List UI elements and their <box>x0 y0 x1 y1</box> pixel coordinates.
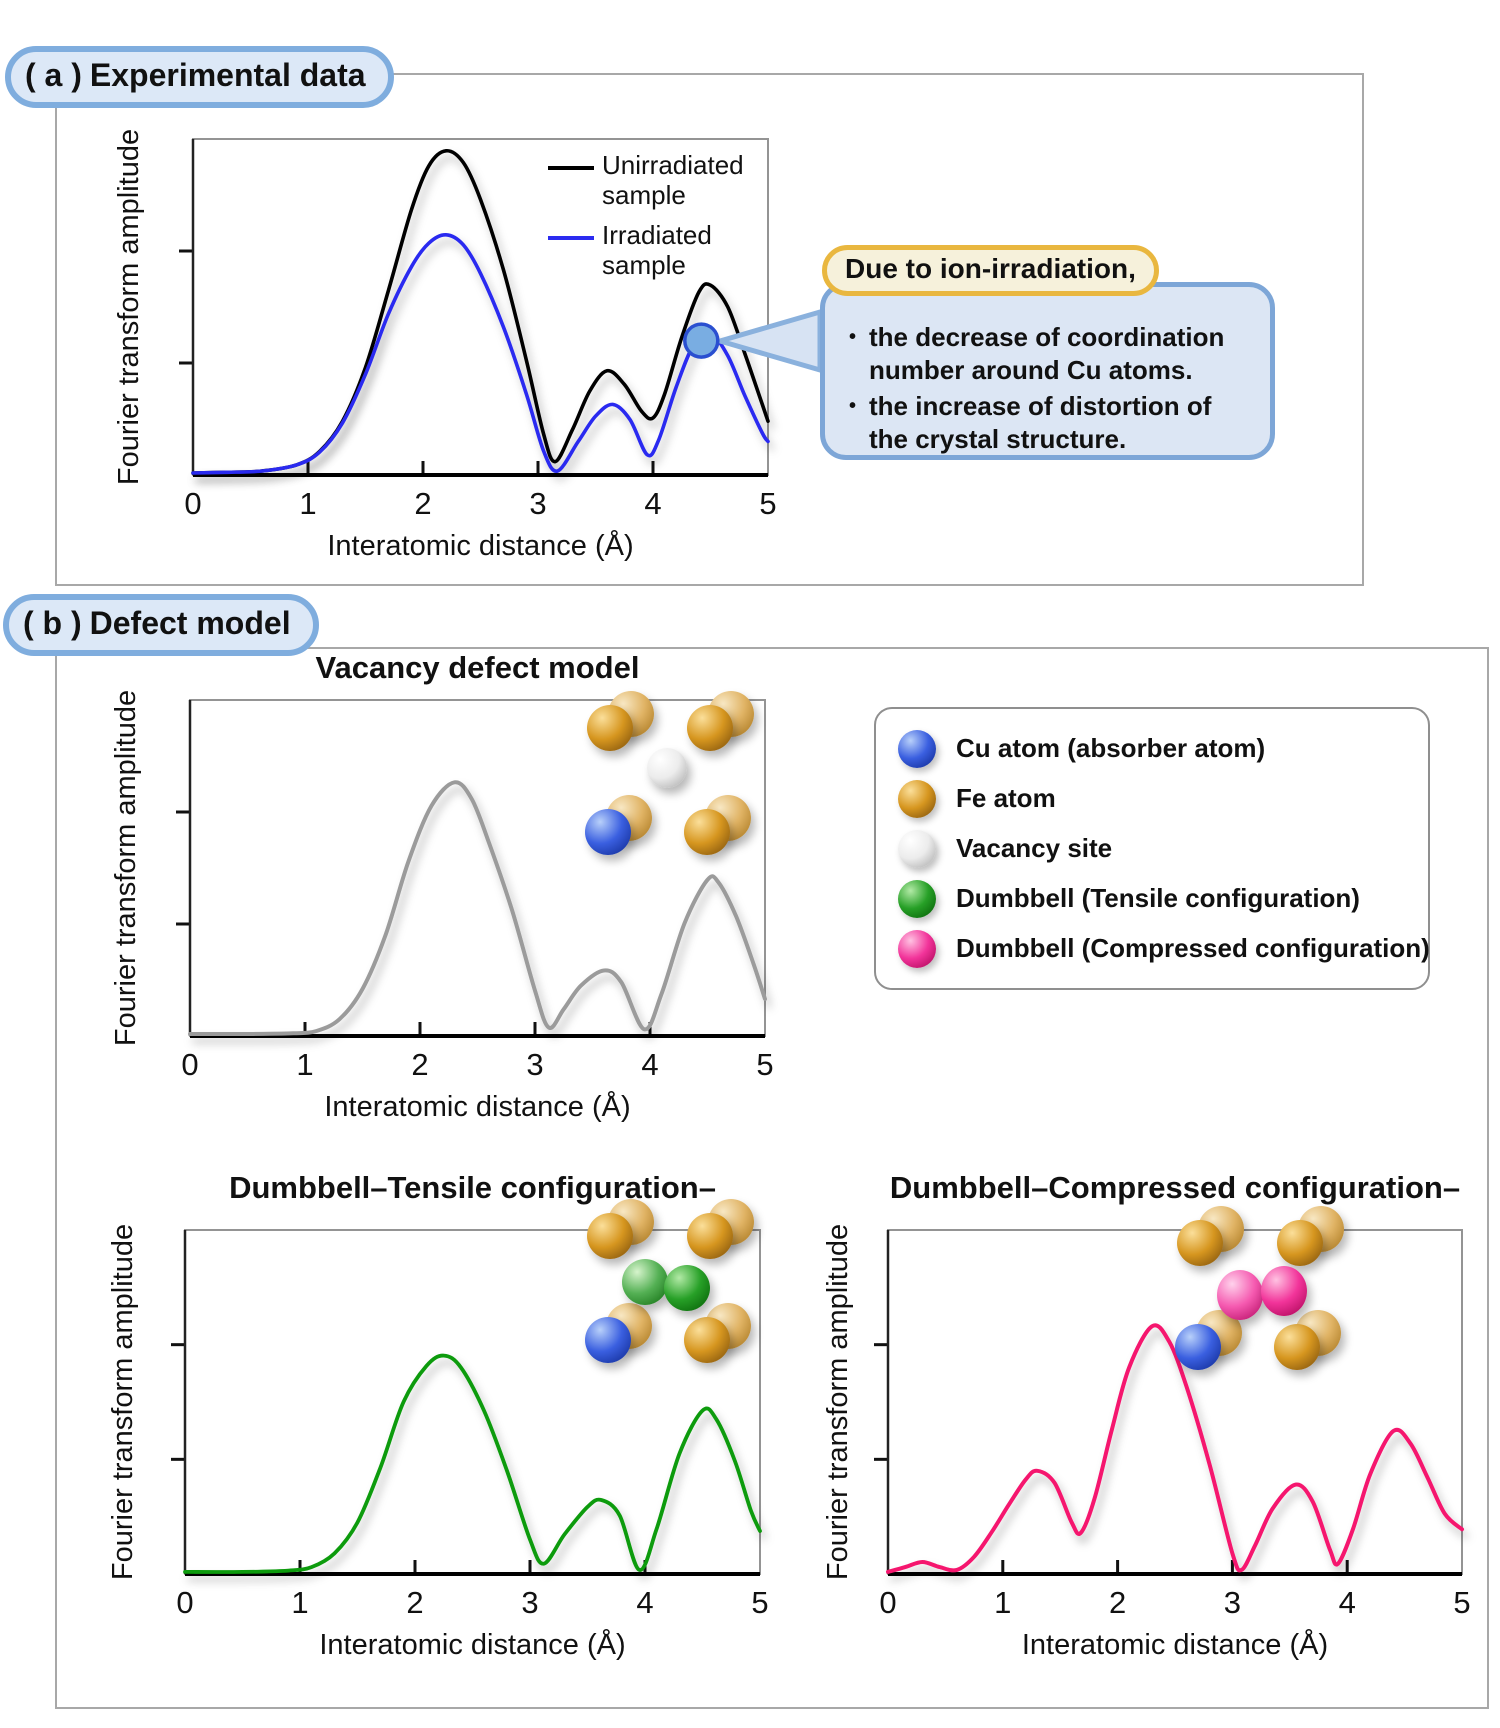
panel-b-label: ( b ) Defect model <box>3 594 319 656</box>
legend-item-tensile: Dumbbell (Tensile configuration) <box>876 874 1428 924</box>
legend-item-compressed: Dumbbell (Compressed configuration) <box>876 924 1430 974</box>
cu-ball-icon <box>585 809 631 855</box>
legend-label: Cu atom (absorber atom) <box>956 733 1266 763</box>
vacancy-chart-title: Vacancy defect model <box>315 650 640 685</box>
x-tick-label: 5 <box>756 1047 773 1082</box>
y-axis-label: Fourier transform amplitude <box>110 690 142 1046</box>
callout-bullet-2: • the increase of distortion of the crys… <box>849 390 1256 457</box>
compressed-curve-0 <box>886 1323 1464 1574</box>
x-tick-label: 3 <box>529 486 546 521</box>
fe-front-ball-icon <box>1277 1220 1323 1266</box>
y-axis-label: Fourier transform amplitude <box>107 1224 139 1580</box>
x-tick-label: 3 <box>526 1047 543 1082</box>
callout-bullet-2-text: the increase of distortion of the crysta… <box>869 390 1212 454</box>
x-tick-label: 5 <box>751 1585 768 1620</box>
fe-front-ball-icon <box>687 705 733 751</box>
vacancy-cluster-illustration <box>560 690 770 880</box>
fe-front-ball-icon <box>1274 1324 1320 1370</box>
legend-item-fe: Fe atom <box>876 774 1428 824</box>
tensile-curve-0 <box>183 1353 762 1574</box>
fe-front-ball-icon <box>587 1213 633 1259</box>
fe-atom-ball-icon <box>898 779 936 818</box>
compressed-dumbbell-ball-icon <box>898 929 936 968</box>
x-tick-label: 0 <box>184 486 201 521</box>
legend-entry-label: sample <box>602 180 686 210</box>
legend-label: Vacancy site <box>956 833 1113 863</box>
callout-bullet-1-text: the decrease of coordination number arou… <box>869 322 1225 386</box>
legend-item-cu: Cu atom (absorber atom) <box>876 724 1428 774</box>
fe-front-ball-icon <box>684 1317 730 1363</box>
compressed-chart-title: Dumbbell–Compressed configuration– <box>889 1170 1461 1205</box>
x-tick-label: 4 <box>1339 1585 1356 1620</box>
x-tick-label: 2 <box>1109 1585 1126 1620</box>
legend-entry-label: sample <box>602 250 686 280</box>
pink-light-ball-icon <box>1217 1270 1263 1320</box>
x-tick-label: 2 <box>414 486 431 521</box>
x-tick-label: 0 <box>879 1585 896 1620</box>
x-axis-label: Interatomic distance (Å) <box>1022 1628 1328 1661</box>
x-tick-label: 1 <box>296 1047 313 1082</box>
x-tick-label: 2 <box>411 1047 428 1082</box>
x-tick-label: 2 <box>406 1585 423 1620</box>
fe-front-ball-icon <box>587 705 633 751</box>
tensile-chart-title: Dumbbell–Tensile configuration– <box>229 1170 716 1205</box>
x-tick-label: 0 <box>176 1585 193 1620</box>
legend-label: Dumbbell (Compressed configuration) <box>956 933 1430 963</box>
panel-a-label: ( a ) Experimental data <box>5 46 394 108</box>
fe-front-ball-icon <box>687 1213 733 1259</box>
x-tick-label: 0 <box>181 1047 198 1082</box>
x-tick-label: 5 <box>1453 1585 1470 1620</box>
panel-b-tag: ( b ) <box>23 605 82 641</box>
legend-item-vacancy: Vacancy site <box>876 824 1428 874</box>
x-axis-label: Interatomic distance (Å) <box>324 1090 630 1123</box>
x-tick-label: 3 <box>1224 1585 1241 1620</box>
vacancy-ball-icon <box>898 829 936 868</box>
compressed-cluster-illustration <box>1150 1205 1360 1405</box>
x-axis-label: Interatomic distance (Å) <box>319 1628 625 1661</box>
x-tick-label: 5 <box>759 486 776 521</box>
x-tick-label: 3 <box>521 1585 538 1620</box>
callout-header: Due to ion-irradiation, <box>822 245 1159 296</box>
y-axis-label: Fourier transform amplitude <box>113 129 145 485</box>
pink-ball-icon <box>1261 1266 1307 1316</box>
panel-b-title: Defect model <box>89 605 291 641</box>
fe-front-ball-icon <box>684 809 730 855</box>
annotation-dot-icon <box>683 322 720 359</box>
panel-a-title: Experimental data <box>89 57 366 93</box>
green-light-ball-icon <box>622 1259 668 1305</box>
panel-a-tag: ( a ) <box>25 57 82 93</box>
vacancy-ball-icon <box>647 748 687 788</box>
x-tick-label: 4 <box>641 1047 658 1082</box>
legend-entry-label: Unirradiated <box>602 150 744 180</box>
tensile-cluster-illustration <box>560 1198 770 1398</box>
legend-label: Fe atom <box>956 783 1056 813</box>
tensile-dumbbell-ball-icon <box>898 879 936 918</box>
x-tick-label: 4 <box>636 1585 653 1620</box>
x-axis-label: Interatomic distance (Å) <box>327 529 633 562</box>
legend-label: Dumbbell (Tensile configuration) <box>956 883 1360 913</box>
x-tick-label: 1 <box>291 1585 308 1620</box>
x-tick-label: 1 <box>299 486 316 521</box>
bullet-dot-icon: • <box>849 326 857 348</box>
fe-front-ball-icon <box>1177 1220 1223 1266</box>
atom-legend: Cu atom (absorber atom) Fe atom Vacancy … <box>874 707 1430 990</box>
green-dark-ball-icon <box>664 1265 710 1311</box>
cu-ball-icon <box>585 1317 631 1363</box>
x-tick-label: 1 <box>994 1585 1011 1620</box>
callout-bullet-1: • the decrease of coordination number ar… <box>849 321 1256 388</box>
callout-box: • the decrease of coordination number ar… <box>820 282 1275 460</box>
bullet-dot-icon: • <box>849 394 857 417</box>
cu-ball-icon <box>1175 1324 1221 1370</box>
vacancy-curve-0 <box>188 780 767 1037</box>
x-tick-label: 4 <box>644 486 661 521</box>
y-axis-label: Fourier transform amplitude <box>822 1224 854 1580</box>
cu-atom-ball-icon <box>898 729 936 768</box>
legend-entry-label: Irradiated <box>602 220 712 250</box>
